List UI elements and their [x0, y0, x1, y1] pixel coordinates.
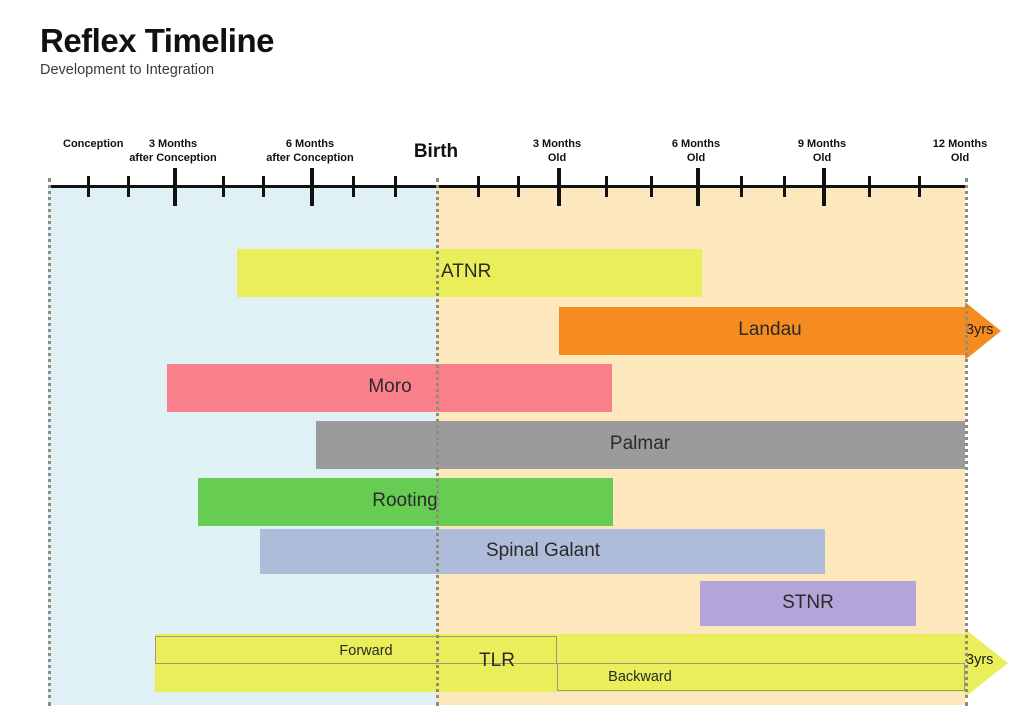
marker-line-birth — [436, 178, 439, 706]
bar-label-tlr: TLR — [479, 650, 515, 671]
bar-palmar[interactable] — [316, 421, 965, 469]
bar-atnr[interactable] — [237, 249, 702, 297]
chart-header: Reflex Timeline Development to Integrati… — [40, 22, 275, 78]
axis-label-6-months-after-conception: 6 Months after Conception — [266, 138, 353, 166]
sub-bar-label-forward: Forward — [339, 643, 393, 659]
axis-tick-minor — [783, 176, 786, 197]
axis-tick-minor — [650, 176, 653, 197]
bar-label-atnr: ATNR — [441, 261, 492, 282]
sub-bar-tlr-backward[interactable] — [557, 663, 965, 691]
bar-stnr[interactable] — [700, 581, 916, 626]
bar-landau[interactable] — [559, 307, 965, 355]
page-subtitle: Development to Integration — [40, 61, 215, 78]
axis-label-12-months-old: 12 Months Old — [933, 138, 987, 166]
bar-spinal-galant[interactable] — [260, 529, 825, 574]
bar-moro[interactable] — [167, 364, 612, 412]
axis-label-birth: Birth — [414, 140, 458, 164]
axis-label-text: 12 Months — [932, 138, 988, 150]
axis-tick-minor — [605, 176, 608, 197]
axis-label-9-months-old: 9 Months Old — [798, 138, 846, 166]
marker-line-12-months — [965, 178, 968, 706]
axis-tick-major — [173, 168, 177, 206]
timeline-axis — [48, 185, 966, 188]
page-title: Reflex Timeline — [40, 22, 275, 59]
axis-label-text: Conception — [63, 138, 124, 150]
axis-label-text: 9 Months — [797, 138, 847, 150]
axis-label-subtext: after Conception — [129, 151, 217, 164]
axis-tick-major — [822, 168, 826, 206]
sub-bar-label-backward: Backward — [608, 669, 672, 685]
arrow-right-icon-landau — [965, 302, 1001, 360]
axis-label-subtext: Old — [950, 151, 970, 164]
axis-tick-minor — [222, 176, 225, 197]
axis-tick-minor — [477, 176, 480, 197]
axis-label-text: 6 Months — [671, 138, 721, 150]
axis-label-text: 6 Months — [285, 138, 335, 150]
bar-label-palmar: Palmar — [609, 433, 671, 454]
bar-label-landau: Landau — [738, 319, 802, 340]
axis-tick-minor — [740, 176, 743, 197]
axis-label-3-months-old: 3 Months Old — [533, 138, 581, 166]
bar-label-spinal-galant: Spinal Galant — [485, 540, 601, 561]
axis-tick-minor — [87, 176, 90, 197]
arrow-right-icon-tlr — [965, 629, 1008, 697]
axis-label-text: 3 Months — [532, 138, 582, 150]
bar-label-moro: Moro — [368, 376, 412, 397]
axis-tick-major — [557, 168, 561, 206]
axis-tick-minor — [127, 176, 130, 197]
axis-label-text: 3 Months — [148, 138, 198, 150]
axis-label-3-months-after-conception: 3 Months after Conception — [129, 138, 216, 166]
axis-label-subtext: Old — [812, 151, 832, 164]
axis-label-6-months-old: 6 Months Old — [672, 138, 720, 166]
axis-tick-minor — [352, 176, 355, 197]
axis-label-conception: Conception — [63, 138, 124, 152]
axis-tick-major — [696, 168, 700, 206]
axis-tick-minor — [517, 176, 520, 197]
axis-label-text: Birth — [413, 141, 459, 162]
axis-label-subtext: Old — [547, 151, 567, 164]
axis-tick-minor — [394, 176, 397, 197]
axis-label-subtext: after Conception — [266, 151, 354, 164]
bar-endnote-tlr: 3yrs — [966, 652, 994, 668]
axis-tick-minor — [918, 176, 921, 197]
axis-tick-minor — [868, 176, 871, 197]
axis-tick-minor — [262, 176, 265, 197]
bar-rooting[interactable] — [198, 478, 613, 526]
bar-label-rooting: Rooting — [372, 490, 438, 511]
marker-line-conception — [48, 178, 51, 706]
bar-endnote-landau: 3yrs — [966, 322, 994, 338]
sub-bar-tlr-forward[interactable] — [155, 636, 557, 664]
bar-label-stnr: STNR — [782, 592, 834, 613]
axis-tick-major — [310, 168, 314, 206]
axis-label-subtext: Old — [686, 151, 706, 164]
